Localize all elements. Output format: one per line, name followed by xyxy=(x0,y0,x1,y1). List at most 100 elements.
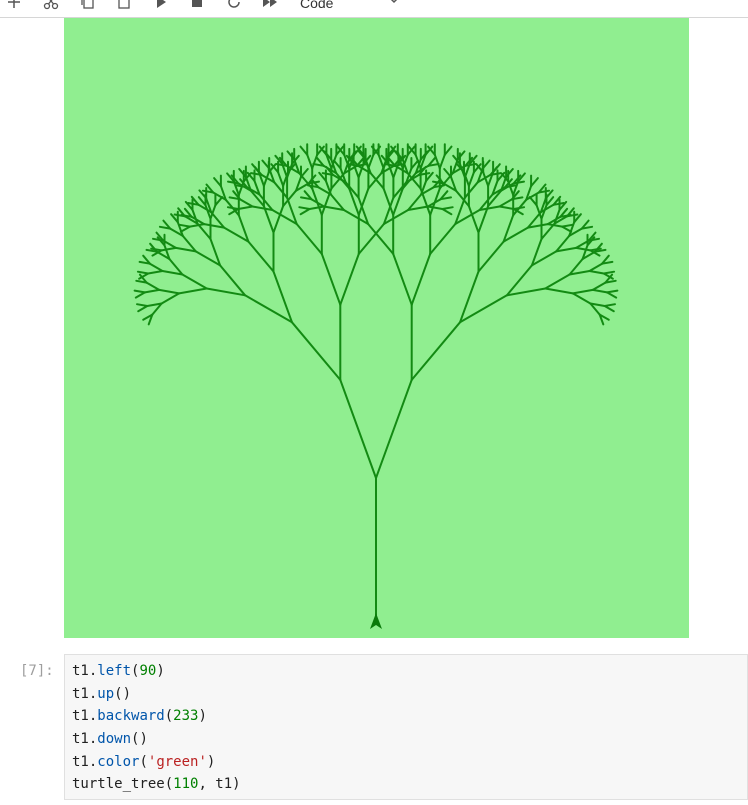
tree-branch xyxy=(555,246,578,253)
copy-icon[interactable] xyxy=(80,0,96,10)
tree-branch xyxy=(511,190,520,201)
tree-branch xyxy=(162,219,172,230)
tree-branch xyxy=(213,177,222,188)
tree-branch xyxy=(320,187,333,216)
tree-branch xyxy=(380,164,395,175)
tree-branch xyxy=(407,193,423,211)
tree-branch xyxy=(262,171,270,187)
tree-branch xyxy=(155,231,165,242)
tree-branch xyxy=(568,221,576,237)
tree-branch xyxy=(580,219,590,230)
tree-branch xyxy=(295,176,302,192)
tree-branch xyxy=(406,145,416,156)
tree-branch xyxy=(183,215,199,225)
tree-branch xyxy=(145,248,158,253)
tree-branch xyxy=(307,174,317,185)
tree-branch xyxy=(210,211,226,229)
tree-branch xyxy=(282,171,289,187)
tree-branch xyxy=(311,187,323,216)
tree-branch xyxy=(323,205,345,211)
tree-branch xyxy=(318,145,328,156)
tree-branch xyxy=(348,150,358,161)
restart-icon[interactable] xyxy=(226,0,242,10)
tree-branch xyxy=(568,270,591,276)
tree-branch xyxy=(604,273,614,284)
tree-branch xyxy=(330,153,338,170)
tree-branch xyxy=(387,145,397,156)
add-cell-icon[interactable] xyxy=(6,0,22,10)
tree-branch xyxy=(439,190,449,201)
cut-icon[interactable] xyxy=(43,0,59,10)
tree-branches xyxy=(133,143,619,624)
tree-branch xyxy=(138,260,151,265)
tree-branch xyxy=(219,185,227,201)
tree-branch xyxy=(201,189,215,194)
tree-branch xyxy=(278,156,288,167)
tree-branch xyxy=(188,223,206,228)
tree-branch xyxy=(573,213,582,224)
tree-branch xyxy=(553,215,569,225)
tree-branch xyxy=(512,206,526,210)
cell-type-dropdown[interactable]: Code xyxy=(292,0,408,13)
tree-branch xyxy=(205,287,247,297)
tree-branch xyxy=(489,165,499,176)
tree-branch xyxy=(561,225,573,233)
tree-branch xyxy=(146,302,163,307)
tree-branch xyxy=(177,207,186,218)
tree-branch xyxy=(539,203,555,214)
tree-branch xyxy=(150,247,163,252)
tree-branch xyxy=(138,272,150,280)
tree-branch xyxy=(356,156,365,167)
tree-branch xyxy=(604,279,617,284)
tree-branch xyxy=(463,181,479,199)
tree-branch xyxy=(325,153,333,170)
turtle-canvas xyxy=(64,18,689,638)
tree-branch xyxy=(553,208,561,225)
tree-branch xyxy=(581,244,589,260)
tree-branch xyxy=(329,193,345,211)
tree-branch xyxy=(158,225,172,230)
tree-branch xyxy=(476,167,484,184)
tree-branch xyxy=(478,205,501,211)
tree-branch xyxy=(433,153,441,170)
tree-branch xyxy=(419,150,429,161)
tree-branch xyxy=(332,159,342,170)
tree-branch xyxy=(427,198,442,208)
code-cell[interactable]: [7]: t1.left(90) t1.up() t1.backward(233… xyxy=(0,654,748,804)
tree-branch xyxy=(237,182,252,192)
tree-branch xyxy=(190,195,200,206)
tree-branch xyxy=(267,163,277,174)
tree-branch xyxy=(420,179,428,196)
tree-branch xyxy=(491,186,507,196)
tree-branch xyxy=(491,179,499,196)
tree-branch xyxy=(238,168,247,178)
code-editor[interactable]: t1.left(90) t1.up() t1.backward(233) t1.… xyxy=(64,654,748,800)
tree-branch xyxy=(306,153,314,170)
tree-branch xyxy=(601,260,614,265)
tree-branch xyxy=(401,158,409,175)
tree-branch xyxy=(339,252,360,306)
tree-branch xyxy=(571,292,592,305)
tree-branch xyxy=(274,154,284,165)
tree-branch xyxy=(194,250,222,267)
run-icon[interactable] xyxy=(153,0,169,10)
tree-branch xyxy=(559,207,569,218)
tree-branch xyxy=(589,247,602,252)
tree-branch xyxy=(558,200,568,211)
paste-icon[interactable] xyxy=(116,0,132,10)
tree-branch xyxy=(427,156,437,167)
tree-branch xyxy=(405,173,420,184)
stop-icon[interactable] xyxy=(189,0,205,10)
tree-branch xyxy=(197,203,213,214)
tree-branch xyxy=(410,252,432,306)
tree-branch xyxy=(135,279,148,284)
tree-branch xyxy=(343,158,351,175)
tree-branch xyxy=(467,205,480,234)
tree-branch xyxy=(357,162,365,179)
tree-branch xyxy=(432,184,445,189)
tree-branch xyxy=(174,246,197,253)
tree-branch xyxy=(258,193,274,211)
tree-branch xyxy=(197,196,207,207)
fast-forward-icon[interactable] xyxy=(262,0,278,10)
tree-branch xyxy=(390,145,399,156)
